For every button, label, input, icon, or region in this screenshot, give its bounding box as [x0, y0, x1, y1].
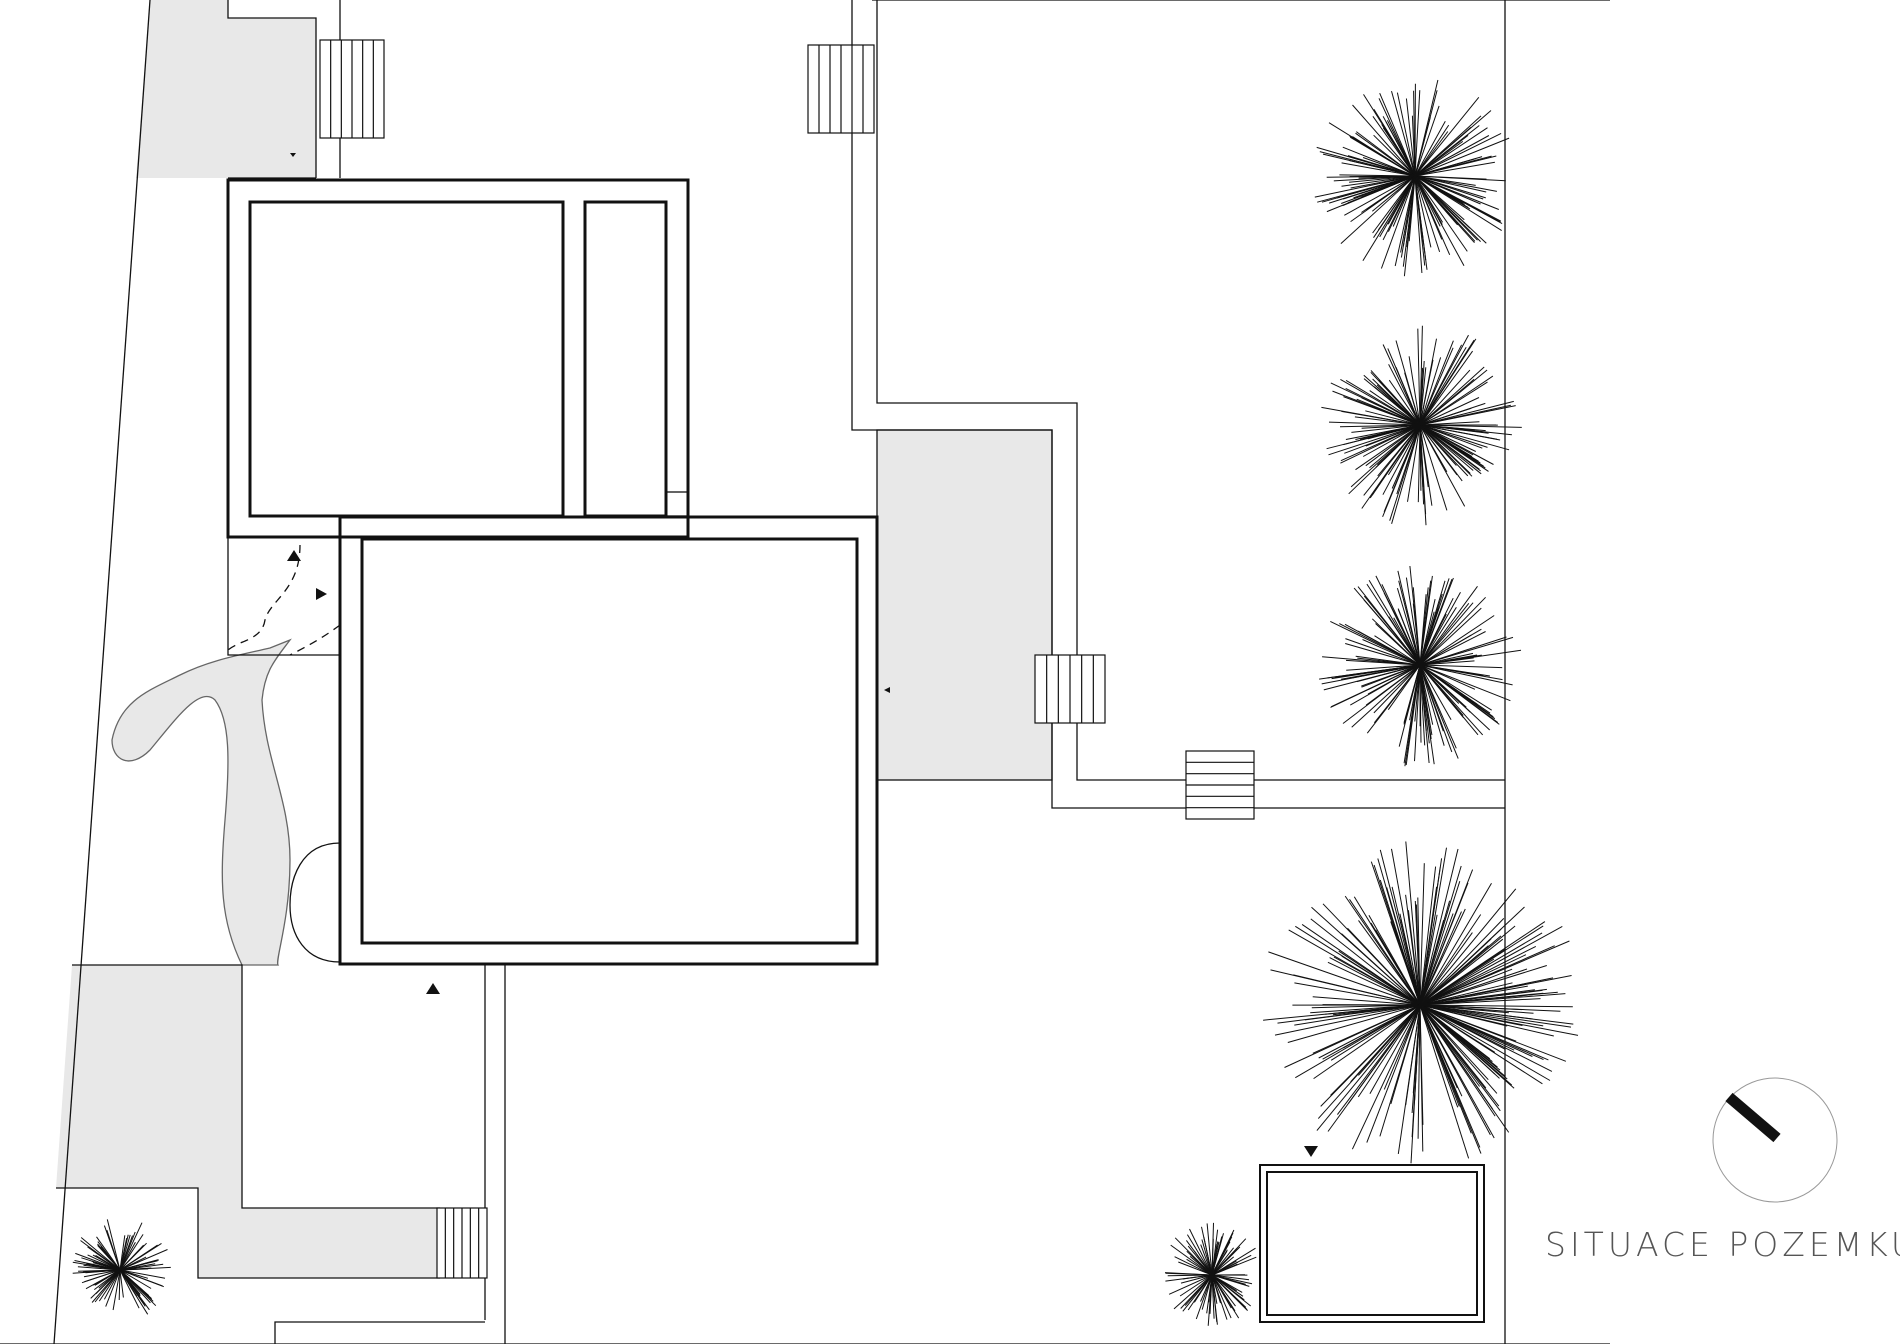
- building-wing-b: [338, 515, 879, 966]
- stair-4: [1185, 750, 1255, 820]
- tree-4: [1263, 841, 1579, 1164]
- tree-6: [1164, 1222, 1257, 1326]
- entry-arrow-up-1: [287, 550, 301, 561]
- stair-2: [807, 44, 875, 134]
- paved-area-bottom-left: [56, 965, 440, 1278]
- entrance-door-swing-2: [289, 624, 341, 656]
- bay-window: [289, 842, 341, 963]
- garden-path: [111, 638, 292, 966]
- stair-5: [436, 1207, 488, 1279]
- tree-2: [1321, 325, 1522, 526]
- pool: [1259, 1164, 1485, 1323]
- tree-3: [1319, 565, 1522, 767]
- paved-arrow-small: [290, 153, 296, 157]
- stair-1: [319, 39, 385, 139]
- entry-arrow-up-2: [426, 983, 440, 994]
- building-wing-a: [226, 178, 690, 539]
- south-bottom-wall: [274, 1321, 485, 1344]
- top-left-wall: [227, 0, 317, 178]
- entrance-door-swing: [227, 544, 301, 651]
- entry-arrow-right: [316, 588, 327, 600]
- terrace-area: [876, 429, 1053, 781]
- south-garden-wall: [72, 964, 440, 1209]
- paved-area-top-left: [136, 0, 316, 178]
- entrance-porch: [227, 537, 340, 656]
- terrace-arrow-small: [884, 687, 890, 693]
- drawing-title: SITUACE POZEMKU: [1545, 1225, 1900, 1264]
- stair-3: [1034, 654, 1106, 724]
- plot-boundary-left: [53, 0, 151, 1344]
- tree-1: [1314, 79, 1510, 277]
- entry-arrow-down-pool: [1304, 1146, 1318, 1157]
- garden-pavement-edge: [56, 1187, 440, 1279]
- north-arrow-icon: [1712, 1077, 1838, 1203]
- tree-5: [72, 1219, 171, 1315]
